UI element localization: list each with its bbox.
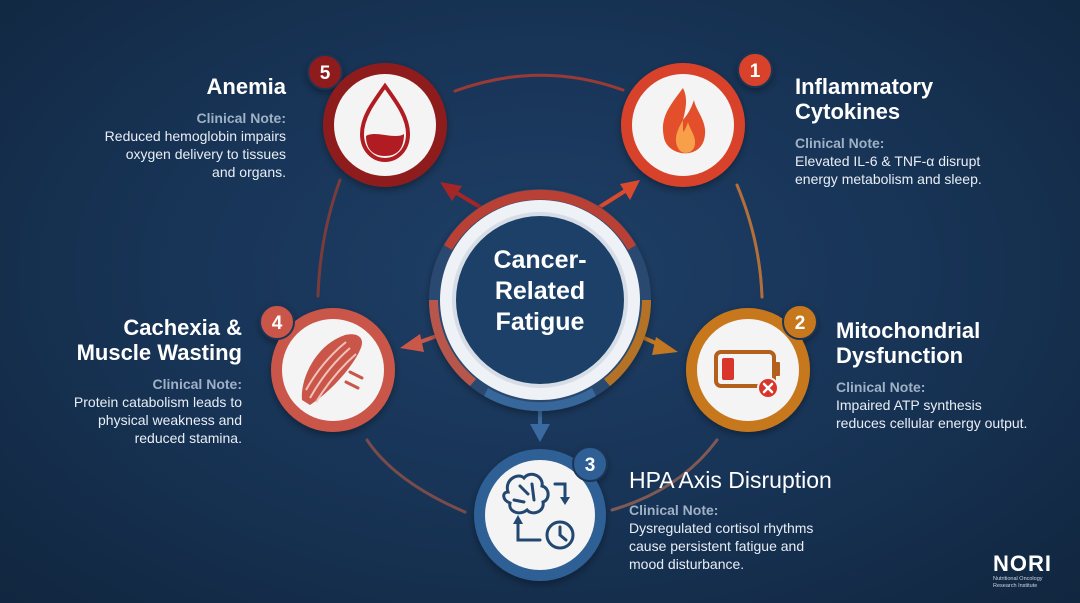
node-2-title: Mitochondrial Dysfunction [836, 318, 981, 368]
node-1-badge: 1 [750, 61, 761, 82]
node-3-note: Dysregulated cortisol rhythms cause pers… [629, 520, 814, 572]
connector-arcs [316, 73, 764, 514]
node-5-text: Anemia Clinical Note: Reduced hemoglobin… [60, 74, 286, 181]
node-2-badge: 2 [795, 313, 806, 334]
node-1-text: Inflammatory Cytokines Clinical Note: El… [795, 74, 1055, 188]
arc-3-to-4 [365, 438, 467, 514]
brain-clock-icon [502, 472, 575, 550]
arc-5-to-1 [453, 73, 625, 93]
node-5-note: Reduced hemoglobin impairs oxygen delive… [104, 128, 286, 180]
node-4: 4 [259, 304, 395, 432]
node-4-note: Protein catabolism leads to physical wea… [73, 394, 242, 446]
node-3-text: HPA Axis Disruption Clinical Note: Dysre… [629, 468, 889, 573]
logo-mark: NORI [993, 551, 1052, 576]
low-battery-icon [714, 350, 780, 399]
node-3-note-label: Clinical Note: [629, 502, 719, 518]
node-1: 1 [621, 52, 773, 187]
node-4-note-label: Clinical Note: [152, 376, 242, 392]
node-1-title: Inflammatory Cytokines [795, 74, 934, 124]
node-4-text: Cachexia & Muscle Wasting Clinical Note:… [30, 315, 242, 447]
node-2: 2 [686, 304, 818, 432]
logo-subtitle: Nutritional Oncology Research Institute [993, 576, 1043, 589]
node-3-title: HPA Axis Disruption [629, 467, 832, 493]
node-5-title: Anemia [206, 74, 286, 99]
node-2-text: Mitochondrial Dysfunction Clinical Note:… [836, 318, 1066, 432]
center-hub [429, 189, 651, 412]
node-2-note: Impaired ATP synthesis reduces cellular … [836, 397, 1028, 431]
arc-2-to-3 [610, 438, 719, 512]
node-4-title: Cachexia & Muscle Wasting [76, 315, 242, 365]
node-5-badge: 5 [320, 63, 331, 84]
node-2-note-label: Clinical Note: [836, 379, 926, 395]
node-3: 3 [474, 446, 608, 581]
node-5: 5 [307, 54, 447, 187]
node-4-badge: 4 [272, 313, 283, 334]
node-1-note: Elevated IL-6 & TNF-α disrupt energy met… [795, 153, 982, 187]
muscle-icon [301, 334, 364, 405]
node-3-badge: 3 [585, 455, 596, 476]
flame-icon [662, 88, 706, 154]
node-5-note-label: Clinical Note: [196, 110, 286, 126]
blood-drop-icon [359, 82, 411, 163]
center-title: Cancer- Related Fatigue [493, 246, 587, 336]
nori-logo: NORI Nutritional Oncology Research Insti… [993, 553, 1073, 589]
arc-1-to-2 [735, 183, 764, 299]
arc-4-to-5 [316, 178, 342, 298]
node-1-note-label: Clinical Note: [795, 135, 885, 151]
